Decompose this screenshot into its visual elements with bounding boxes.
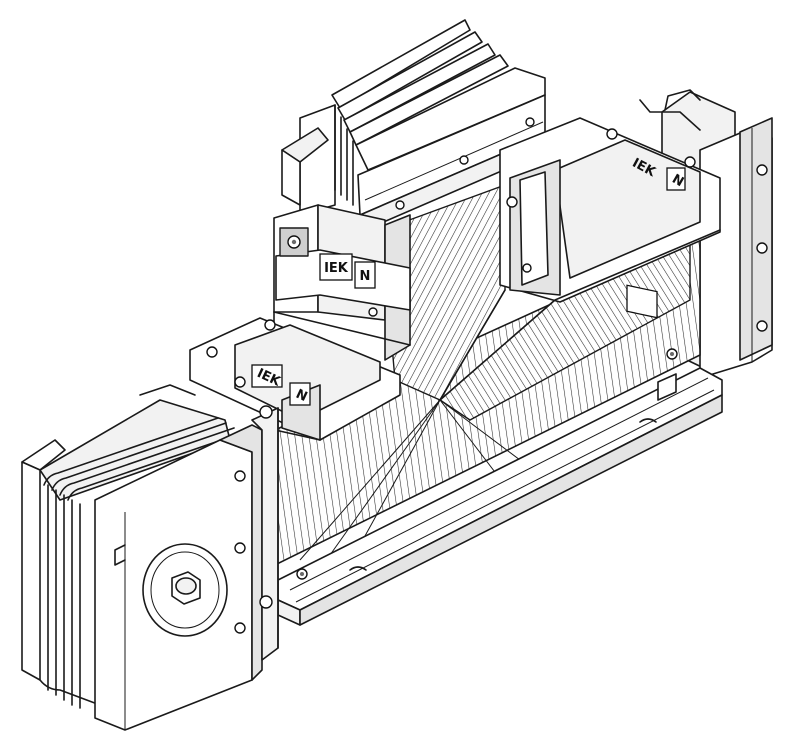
brand-label-top: IEK — [324, 261, 349, 276]
right-coupling-head: IEK N — [499, 99, 721, 319]
left-end-flange — [94, 405, 279, 731]
main-housing — [274, 183, 701, 567]
left-coupling-head: IEK N — [189, 317, 401, 441]
left-busbar-fins — [21, 384, 243, 709]
top-coupling-head: IEK N — [273, 204, 411, 361]
base-rail — [277, 348, 723, 626]
phase-label-top: N — [360, 269, 371, 284]
